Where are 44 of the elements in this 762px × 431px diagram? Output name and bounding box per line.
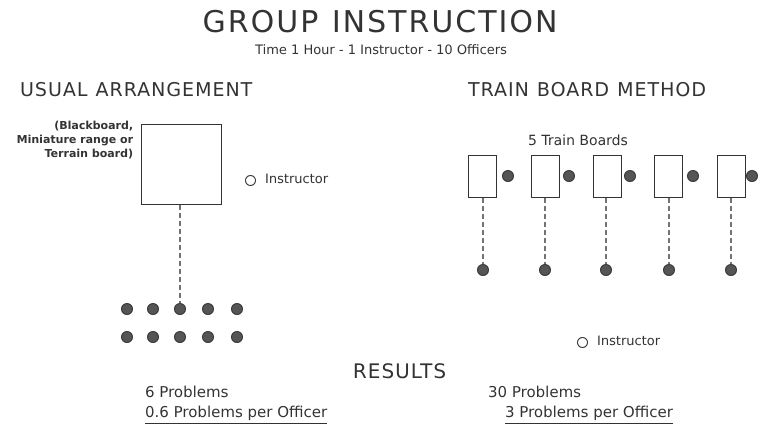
dashed-line [179, 205, 181, 303]
dashed-line [605, 198, 607, 264]
officer-dot [663, 264, 675, 276]
officer-dot [502, 170, 514, 182]
officer-dot [121, 331, 133, 343]
dashed-line [544, 198, 546, 264]
results-heading: RESULTS [352, 360, 448, 382]
dashed-line [482, 198, 484, 264]
officer-dot [231, 303, 243, 315]
officer-dot [174, 331, 186, 343]
officer-dot [202, 331, 214, 343]
result-text: 6 Problems [145, 384, 228, 400]
board-count-label: 5 Train Boards [528, 134, 628, 150]
officer-dot [563, 170, 575, 182]
officer-dot [746, 170, 758, 182]
officer-dot [687, 170, 699, 182]
officer-dot [600, 264, 612, 276]
board-caption: (Blackboard, Miniature range or Terrain board) [16, 119, 133, 160]
officer-dot [147, 331, 159, 343]
officer-dot [477, 264, 489, 276]
result-text: 3 Problems per Officer [505, 404, 673, 424]
dashed-line [730, 198, 732, 264]
dashed-line [668, 198, 670, 264]
instructor-label: Instructor [265, 173, 328, 188]
officer-dot [121, 303, 133, 315]
officer-dot [725, 264, 737, 276]
title: GROUP INSTRUCTION [202, 6, 560, 39]
section-heading: TRAIN BOARD METHOD [468, 80, 707, 101]
officer-dot [539, 264, 551, 276]
train-board [654, 155, 683, 198]
train-board [531, 155, 560, 198]
train-board [717, 155, 746, 198]
train-board [593, 155, 622, 198]
result-text: 0.6 Problems per Officer [145, 404, 328, 424]
train-board [468, 155, 497, 198]
officer-dot [147, 303, 159, 315]
subtitle: Time 1 Hour - 1 Instructor - 10 Officers [254, 44, 508, 58]
result-text: 30 Problems [488, 384, 581, 400]
officer-dot [624, 170, 636, 182]
officer-dot [231, 331, 243, 343]
section-heading: USUAL ARRANGEMENT [20, 80, 254, 101]
instructor-label: Instructor [597, 335, 660, 350]
officer-dot [202, 303, 214, 315]
officer-dot [174, 303, 186, 315]
